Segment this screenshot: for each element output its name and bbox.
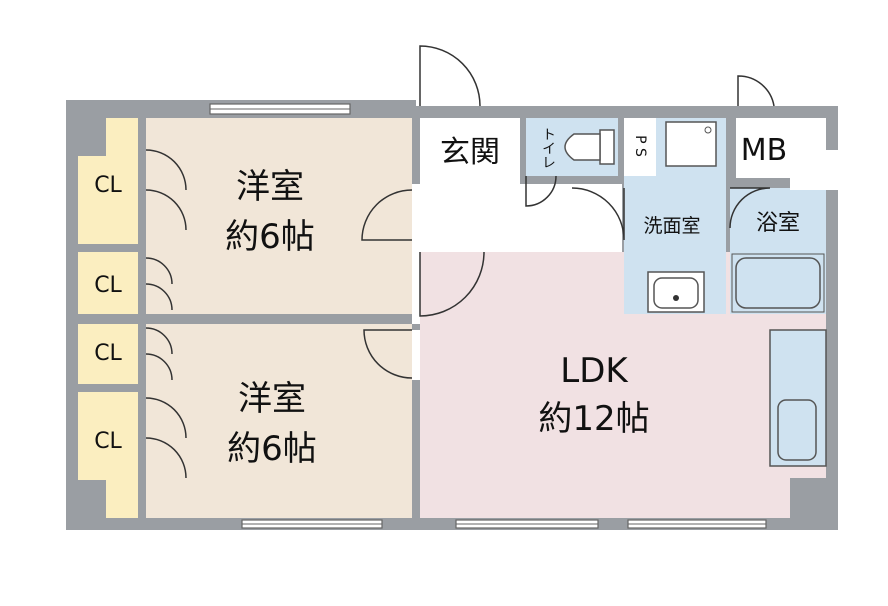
toilet-label: トイレ [540,127,556,169]
corridor [412,184,622,252]
closet-3-label: CL [94,341,122,366]
ps-label: P S [632,135,648,157]
closet-4-door [145,397,187,479]
closet-3-door [145,327,173,381]
entrance-door [419,45,481,107]
bedroom-bottom-name: 洋室 [238,379,306,419]
bath-door [729,187,771,229]
entrance-label: 玄関 [440,135,500,170]
ldk-size: 約12帖 [538,399,649,439]
ldk-name: LDK [560,351,629,391]
washing-machine-space [665,121,717,167]
closet-3 [78,324,138,384]
closet-1-door [145,149,187,231]
toilet-door [525,175,557,207]
closet-4-label: CL [94,429,122,454]
washroom-door [571,187,625,241]
bath-label: 浴室 [756,211,800,236]
closet-1-label: CL [94,173,122,198]
bedroom-top-size: 約6帖 [225,217,315,257]
washroom-label: 洗面室 [643,215,700,237]
bath-room [730,188,826,314]
closet-2 [78,252,138,314]
toilet-fixture [564,129,615,165]
mb-label: MB [741,133,787,168]
bedroom-top [146,118,412,314]
mb-door [737,75,775,107]
bedroom-bottom-size: 約6帖 [227,429,317,469]
bedroom-top-name: 洋室 [236,167,304,207]
closet-2-label: CL [94,273,122,298]
bedroom-bottom-door [363,329,413,379]
ldk-door [419,251,485,317]
entrance-area [420,118,520,184]
bathtub [735,257,821,309]
bedroom-bottom [146,324,412,518]
bedroom-top-door [361,189,413,241]
closet-2-door [145,257,173,311]
kitchen-sink [777,399,817,461]
